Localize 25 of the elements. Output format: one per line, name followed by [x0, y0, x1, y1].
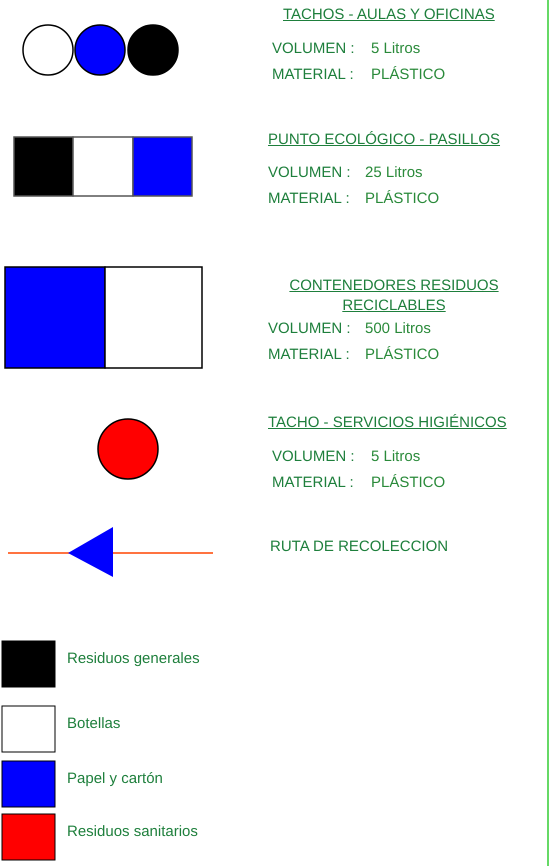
section-heading: PUNTO ECOLÓGICO - PASILLOS	[268, 131, 500, 149]
field-value: PLÁSTICO	[365, 190, 440, 208]
field-label: VOLUMEN :	[272, 448, 355, 466]
field-label: MATERIAL :	[272, 474, 354, 492]
field-value: 5 Litros	[371, 448, 420, 466]
field-label: VOLUMEN :	[272, 40, 355, 58]
field-value: PLÁSTICO	[371, 474, 446, 492]
legend-text: Botellas	[67, 715, 120, 732]
field-value: 25 Litros	[365, 164, 423, 182]
field-value: PLÁSTICO	[365, 346, 440, 364]
field-label: MATERIAL :	[268, 190, 350, 208]
field-value: 5 Litros	[371, 40, 420, 58]
section-heading: TACHO - SERVICIOS HIGIÉNICOS	[268, 414, 507, 432]
field-value: PLÁSTICO	[371, 66, 446, 84]
field-label: MATERIAL :	[268, 346, 350, 364]
field-value: 500 Litros	[365, 320, 431, 338]
field-label: VOLUMEN :	[268, 320, 351, 338]
legend-text: Residuos generales	[67, 650, 200, 667]
legend-text: Residuos sanitarios	[67, 823, 198, 840]
field-label: MATERIAL :	[272, 66, 354, 84]
legend-text: RUTA DE RECOLECCION	[270, 538, 448, 556]
section-heading: CONTENEDORES RESIDUOS RECICLABLES	[288, 276, 500, 316]
legend-text: Papel y cartón	[67, 770, 163, 787]
field-label: VOLUMEN :	[268, 164, 351, 182]
section-heading: TACHOS - AULAS Y OFICINAS	[283, 6, 495, 24]
